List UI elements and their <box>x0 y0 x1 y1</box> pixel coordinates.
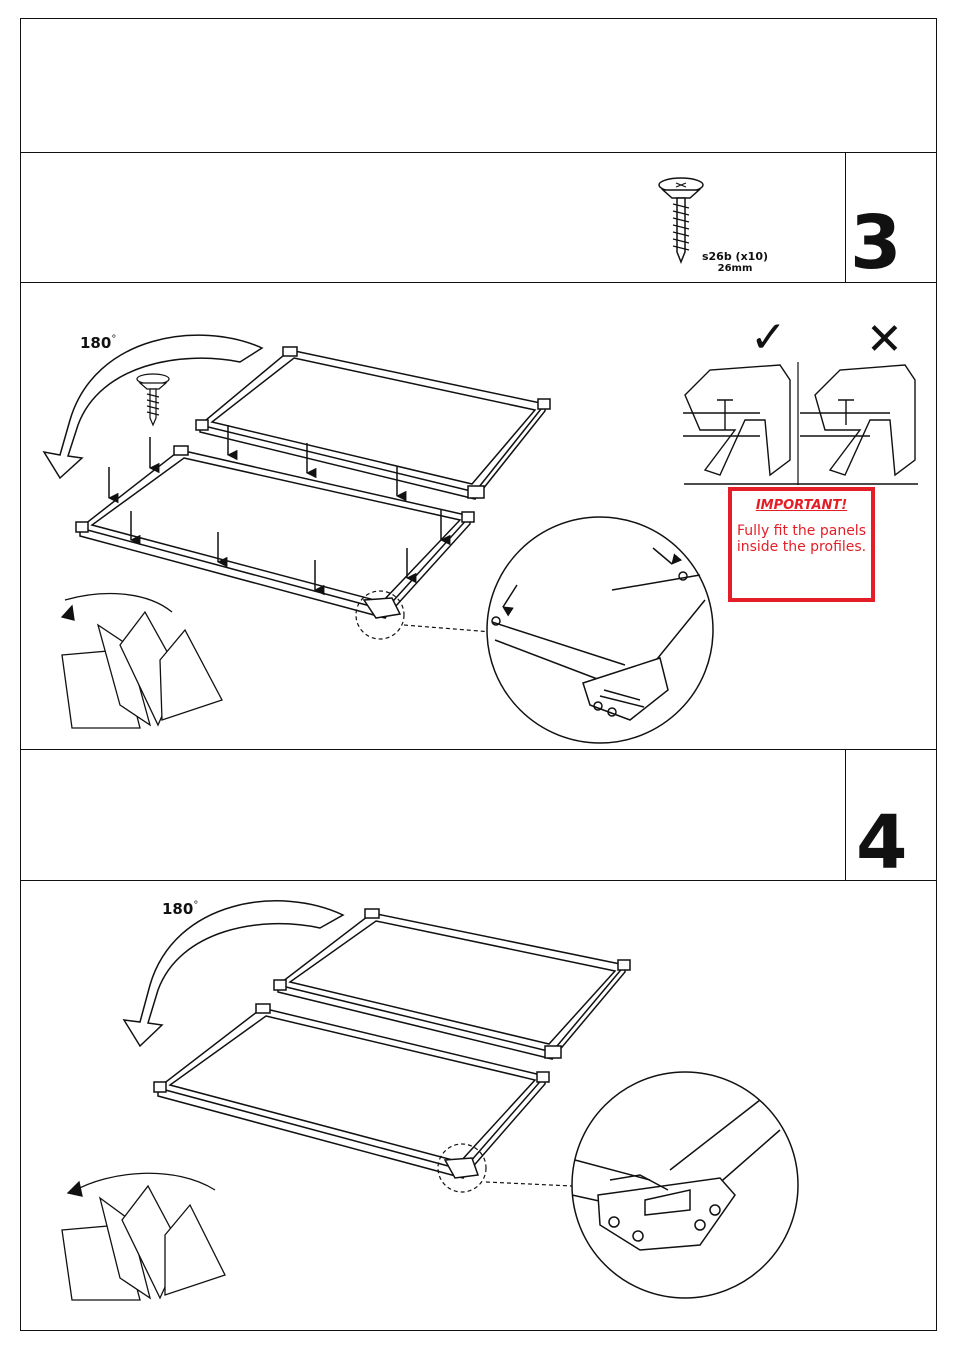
divider-step3-header <box>20 282 937 283</box>
corner-detail <box>486 516 714 744</box>
lower-frame <box>153 1003 550 1179</box>
step4-rotation-label: 180° <box>162 900 198 918</box>
rotate-arrow-icon <box>42 334 264 480</box>
page-frame <box>20 18 937 1331</box>
divider-step4-header <box>20 880 937 881</box>
important-title: IMPORTANT! <box>755 498 848 513</box>
profile-section-correct <box>683 364 791 477</box>
important-notice: IMPORTANT! Fully fit the panels inside t… <box>728 487 875 602</box>
insert-arrows <box>107 425 451 596</box>
detail-highlight <box>437 1143 487 1193</box>
rotate-arrow-icon <box>122 900 345 1048</box>
screw-label: s26b (x10) 26mm <box>690 250 780 275</box>
lower-frame <box>75 445 475 619</box>
flip-page-icon <box>61 1172 226 1301</box>
screw-icon <box>136 373 170 427</box>
profile-section-wrong <box>800 364 916 477</box>
divider-step3-body <box>20 749 937 750</box>
screw-code: s26b (x10) <box>701 250 769 263</box>
degree-symbol: ° <box>111 334 117 345</box>
flip-page-icon <box>60 592 223 729</box>
important-body: Fully fit the panels inside the profiles… <box>736 523 867 556</box>
step3-rotation-label: 180° <box>80 334 116 352</box>
check-icon: ✓ <box>750 312 787 363</box>
corner-detail <box>571 1071 799 1299</box>
upper-frame <box>195 346 551 500</box>
step4-number-divider <box>845 749 846 880</box>
upper-frame <box>273 908 631 1060</box>
cross-icon: ✕ <box>866 314 903 365</box>
step3-number-divider <box>845 152 846 282</box>
detail-highlight <box>355 590 405 640</box>
detail-arrows <box>502 547 683 617</box>
step-3-number: 3 <box>850 200 901 286</box>
step3-rotation-value: 180 <box>80 334 112 352</box>
screw-length: 26mm <box>717 263 753 275</box>
divider-header <box>20 152 937 153</box>
degree-symbol: ° <box>193 900 199 911</box>
step-4-number: 4 <box>856 800 907 886</box>
screw-icon <box>658 177 704 265</box>
step4-rotation-value: 180 <box>162 900 194 918</box>
